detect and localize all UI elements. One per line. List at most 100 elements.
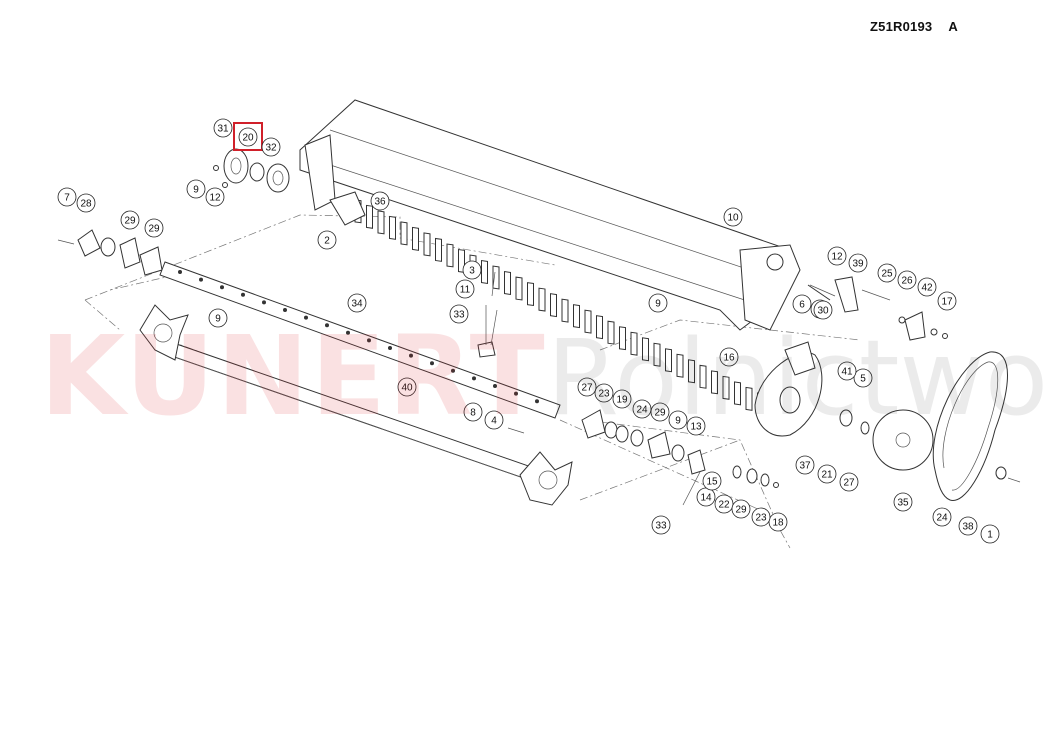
tine: [561, 298, 569, 323]
callout-number: 42: [921, 283, 933, 294]
callout-circle: [238, 127, 258, 147]
callout-circle: [261, 137, 281, 157]
tine: [688, 359, 695, 384]
tine: [458, 248, 465, 273]
callout-circle: [817, 464, 837, 484]
callout-2: 2: [317, 230, 337, 250]
tine: [653, 342, 661, 367]
callout-number: 25: [881, 269, 893, 280]
callout-1: 1: [980, 524, 1000, 544]
tine: [515, 276, 523, 301]
callout-36: 36: [370, 191, 390, 211]
callout-21: 21: [817, 464, 837, 484]
callout-number: 28: [80, 199, 92, 210]
callout-25: 25: [877, 263, 897, 283]
callout-24: 24: [932, 507, 952, 527]
callout-31: 31: [213, 118, 233, 138]
callout-circle: [577, 377, 597, 397]
callout-number: 20: [242, 133, 254, 144]
shaft-pin: [430, 361, 434, 366]
callout-number: 33: [453, 310, 465, 321]
callout-circle: [723, 207, 743, 227]
callout-number: 40: [401, 383, 413, 394]
callout-23: 23: [751, 507, 771, 527]
shaft-pin: [178, 270, 182, 274]
callout-33: 33: [651, 515, 671, 535]
shaft-pin: [346, 330, 350, 335]
callout-34: 34: [347, 293, 367, 313]
callout-number: 10: [727, 213, 739, 224]
tine: [745, 386, 753, 411]
callout-number: 30: [817, 306, 829, 317]
callout-circle: [877, 263, 897, 283]
callout-26: 26: [897, 270, 917, 290]
tine: [389, 215, 396, 240]
callout-number: 16: [723, 353, 735, 364]
callout-number: 29: [124, 216, 136, 227]
callout-circle: [208, 308, 228, 328]
callout-number: 38: [962, 522, 974, 533]
callout-labels: 1234567899991011121212131415161718192021…: [57, 118, 1000, 544]
callout-circle: [686, 416, 706, 436]
callout-24: 24: [632, 399, 652, 419]
callout-circle: [317, 230, 337, 250]
callout-circle: [650, 402, 670, 422]
callout-circle: [370, 191, 390, 211]
tine: [665, 348, 672, 373]
callout-11: 11: [455, 279, 475, 299]
callout-number: 31: [217, 124, 229, 135]
frame-beam: [299, 99, 801, 417]
spring-and-pin-parts: [477, 271, 525, 434]
tine: [412, 226, 419, 251]
callout-29: 29: [144, 218, 164, 238]
callout-number: 22: [718, 500, 730, 511]
callout-19: 19: [612, 389, 632, 409]
callout-number: 29: [654, 408, 666, 419]
shaft-pin: [262, 300, 266, 305]
callout-35: 35: [893, 492, 913, 512]
callout-38: 38: [958, 516, 978, 536]
callout-6: 6: [792, 294, 812, 314]
callout-3: 3: [462, 260, 482, 280]
callout-number: 33: [655, 521, 667, 532]
callout-4: 4: [484, 410, 504, 430]
tine: [699, 364, 707, 389]
callout-number: 17: [941, 297, 953, 308]
highlight-box: [233, 122, 263, 151]
callout-41: 41: [837, 361, 857, 381]
callout-42: 42: [917, 277, 937, 297]
left-flange-bearings: [57, 229, 163, 276]
callout-circle: [917, 277, 937, 297]
callout-circle: [897, 270, 917, 290]
callout-number: 3: [469, 266, 475, 277]
shaft-pin: [241, 292, 245, 297]
callout-circle: [837, 361, 857, 381]
tine: [734, 381, 741, 406]
bearing-set-right: [581, 409, 779, 506]
callout-29: 29: [731, 499, 751, 519]
callout-circle: [594, 383, 614, 403]
shaft-pin: [367, 338, 371, 343]
callout-number: 27: [581, 383, 593, 394]
callout-9: 9: [648, 293, 668, 313]
tine: [527, 282, 534, 307]
callout-number: 23: [598, 389, 610, 400]
callout-27: 27: [577, 377, 597, 397]
callout-circle: [213, 118, 233, 138]
callout-circle: [751, 507, 771, 527]
callout-23: 23: [594, 383, 614, 403]
shaft-pin: [388, 346, 392, 350]
callout-number: 37: [799, 461, 811, 472]
callout-number: 27: [843, 478, 855, 489]
callout-32: 32: [261, 137, 281, 157]
callout-circle: [449, 304, 469, 324]
callout-circle: [731, 499, 751, 519]
callout-20: 20: [238, 127, 258, 147]
callout-number: 9: [655, 299, 661, 310]
callout-number: 24: [936, 513, 948, 524]
callout-circle: [795, 455, 815, 475]
shaft-pin: [325, 323, 329, 328]
callout-9: 9: [186, 179, 206, 199]
callout-circle: [932, 507, 952, 527]
